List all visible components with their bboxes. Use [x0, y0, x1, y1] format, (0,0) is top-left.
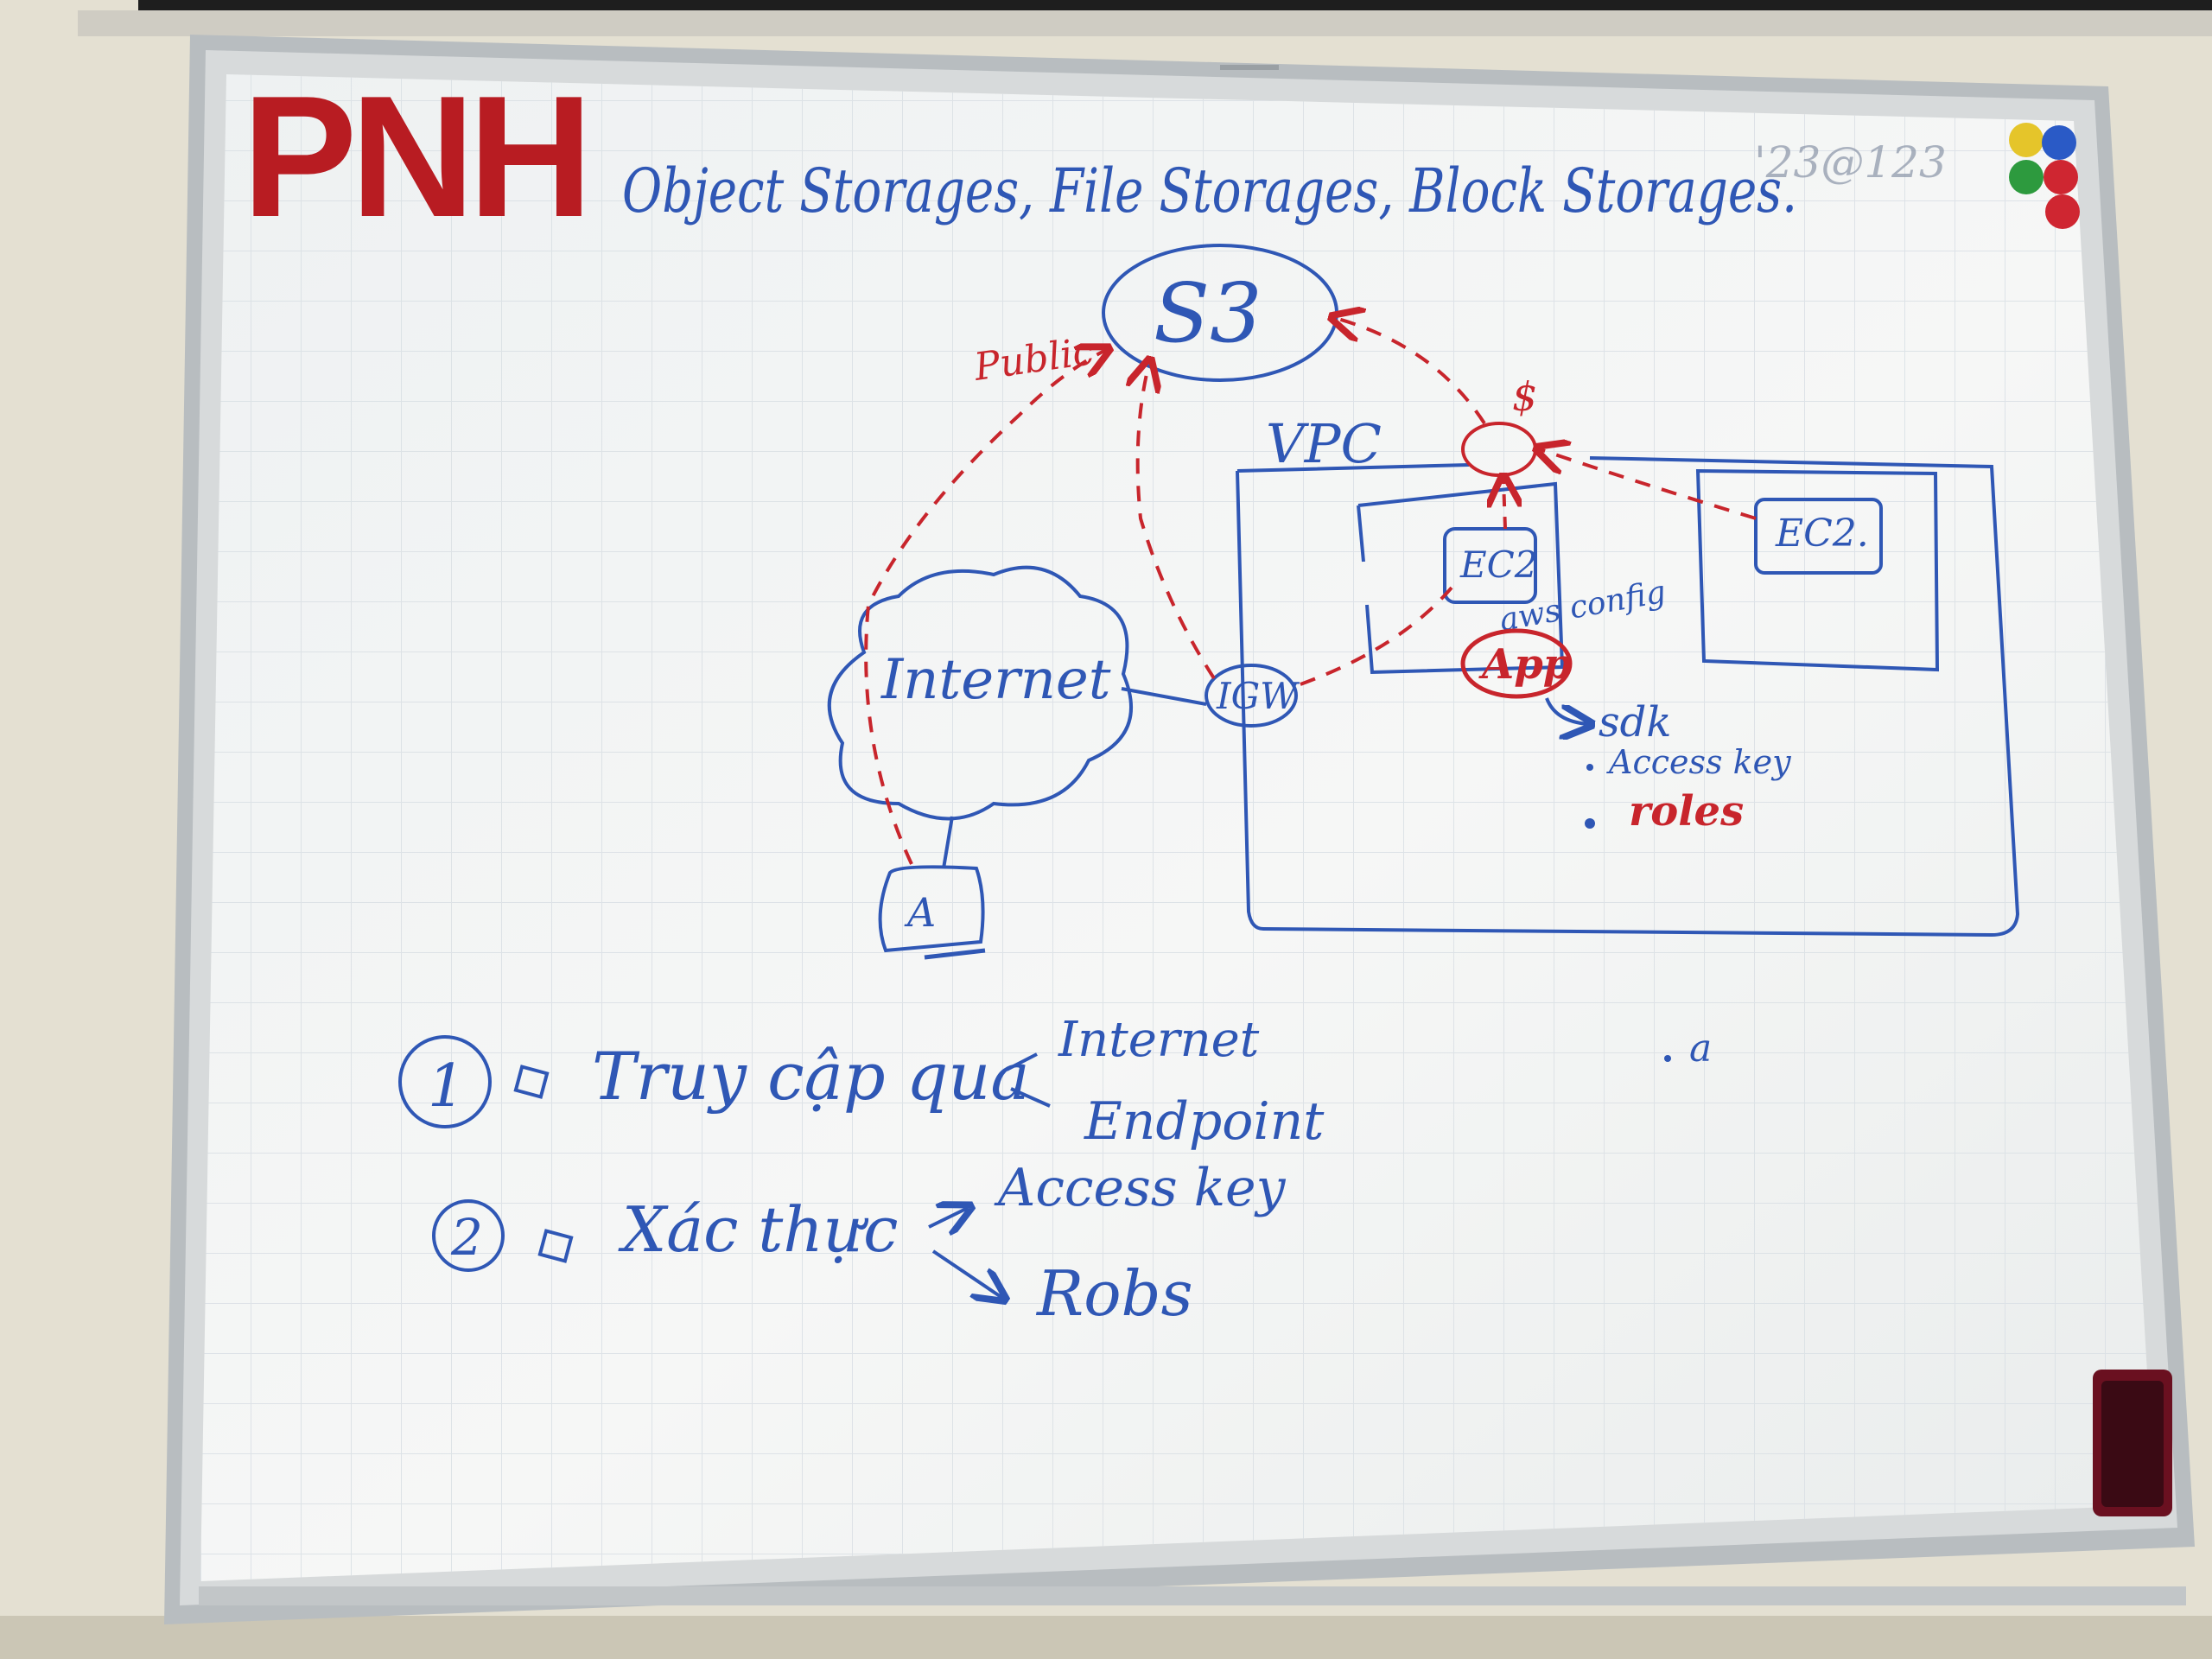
igw-s3-path: [1138, 363, 1216, 680]
app-label: App: [1478, 640, 1572, 689]
client-internet-link: [942, 816, 954, 869]
app-shape: [1460, 628, 1573, 699]
board-title: Object Storages, File Storages, Block St…: [622, 156, 1797, 226]
endpoint-s3-path: [1335, 318, 1486, 425]
item2-text: Xác thực: [618, 1193, 898, 1266]
auth-note-sdk: sdk: [1599, 698, 1671, 747]
auth-note-roles: roles: [1629, 787, 1744, 836]
bullet-roles: [1585, 818, 1595, 829]
item1-text: Truy cập qua: [592, 1038, 1030, 1115]
ec2-left-label: EC2: [1459, 543, 1538, 586]
side-note-bullet: [1664, 1055, 1671, 1062]
item2-branch-robs: Robs: [1035, 1257, 1193, 1330]
igw-shape: [1205, 664, 1298, 728]
internet-cloud: [827, 565, 1133, 821]
marker-tray: [199, 1586, 2186, 1605]
s3-label: S3: [1154, 266, 1262, 361]
vpc-label: VPC: [1266, 412, 1382, 475]
bullet-access-key: [1586, 764, 1593, 771]
floor-strip: [0, 1616, 2212, 1659]
ec2-endpoint-path: [1503, 480, 1505, 530]
ec2-right-box: [1754, 498, 1883, 575]
projector-screen-bar: [78, 10, 2212, 36]
internet-label: Internet: [880, 648, 1111, 712]
public-path: [864, 350, 1106, 865]
auth-note-access-key: Access key: [1606, 743, 1791, 781]
ec2-left-box: [1443, 527, 1537, 604]
item1-number: 1: [428, 1052, 465, 1121]
item2-circle: [432, 1199, 505, 1272]
magnet-blue: [2042, 125, 2076, 160]
client-shape: [878, 865, 985, 953]
item1-branch-internet: Internet: [1058, 1012, 1260, 1068]
subnet-right: [1695, 468, 1940, 672]
client-base: [924, 948, 986, 960]
board-grid: [200, 74, 2155, 1581]
item1-branch-endpoint: Endpoint: [1084, 1091, 1325, 1152]
magnet-red-2: [2045, 194, 2080, 229]
igw-label: IGW: [1216, 675, 1300, 717]
item1-checkbox: [513, 1065, 550, 1099]
magnet-yellow: [2009, 123, 2044, 157]
app-sdk-arrow: [1545, 697, 1588, 724]
board-eraser-felt: [2101, 1381, 2164, 1507]
magnet-red-1: [2044, 160, 2078, 194]
ec2-right-label: EC2.: [1775, 512, 1869, 556]
app-igw-path: [1300, 586, 1453, 686]
item2-checkbox: [537, 1229, 574, 1263]
dollar-label: $: [1512, 373, 1537, 420]
internet-igw-link: [1121, 687, 1207, 706]
ec2right-endpoint-path: [1540, 449, 1757, 520]
item2-number: 2: [450, 1208, 483, 1267]
magnet-green: [2009, 160, 2044, 194]
client-label: A: [904, 889, 936, 936]
item2-branch-access-key: Access key: [994, 1158, 1287, 1218]
item1-branch-lines: [1006, 1052, 1051, 1108]
corner-note: '23@123: [1754, 137, 1947, 188]
logo: PNH: [242, 60, 586, 253]
item2-arrow-access-key: [928, 1208, 968, 1227]
item2-arrow-robs: [931, 1249, 1002, 1298]
item1-circle: [398, 1035, 492, 1128]
vpc-boundary: [1236, 456, 2020, 938]
side-note: a: [1689, 1027, 1712, 1071]
